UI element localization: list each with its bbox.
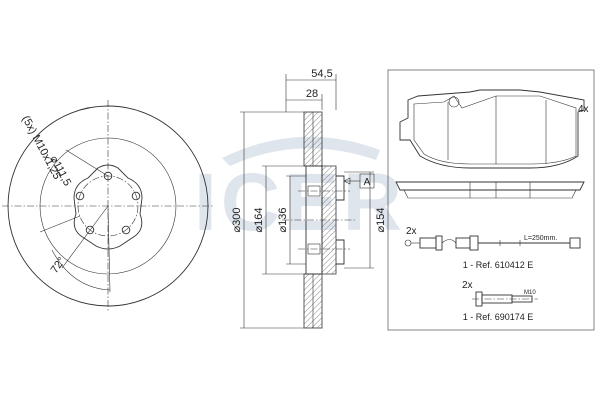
pad-qty-label: 4x — [578, 104, 589, 115]
width-inner-label: 28 — [306, 88, 318, 100]
hub-flange-outline — [73, 164, 143, 250]
sensor-qty-label: 2x — [406, 226, 417, 237]
sensor-ref-label: 1 - Ref. 610412 E — [463, 260, 534, 270]
datum-label: A — [364, 177, 371, 188]
disc-section-view: 54,5 28 ⌀300 ⌀164 ⌀13 — [231, 68, 387, 329]
watermark-text: ICER — [194, 157, 406, 248]
brake-pad-side — [395, 181, 585, 199]
bolt-ref-label: 1 - Ref. 690174 E — [463, 312, 534, 322]
sensor-length-label: L=250mm. — [524, 235, 557, 242]
bolt-qty-label: 2x — [462, 280, 473, 291]
bolt-hole — [85, 225, 95, 235]
angle-label: 72° — [49, 255, 68, 276]
bolt-thread-label: M10 — [524, 290, 536, 296]
parts-panel: 4x 2x L=250mm. 1 - Ref. 610412 E — [387, 69, 595, 331]
width-total-label: 54,5 — [311, 68, 332, 80]
brake-pad-front: 4x — [399, 89, 589, 169]
disc-face-view: (5x) M10x1,25 ⌀111,5 72° — [2, 100, 214, 312]
bolt: 2x M10 1 - Ref. 690174 E — [462, 280, 538, 322]
parts-panel-frame — [387, 69, 595, 331]
dia-hat-label: ⌀164 — [253, 208, 265, 233]
watermark-logo: ICER — [194, 136, 406, 248]
icer-swoosh-logo — [222, 136, 380, 166]
wear-sensor: 2x L=250mm. 1 - Ref. 610412 E — [404, 226, 581, 270]
bolt-hole — [121, 225, 131, 235]
dia-outer-label: ⌀300 — [231, 208, 243, 233]
bolt-hole — [131, 191, 141, 201]
dia-pilot-label: ⌀154 — [375, 208, 387, 233]
dia-bore-outer-label: ⌀136 — [277, 208, 289, 233]
bolt-hole — [75, 191, 85, 201]
datum-box — [359, 173, 375, 189]
bolt-hole — [103, 171, 113, 181]
